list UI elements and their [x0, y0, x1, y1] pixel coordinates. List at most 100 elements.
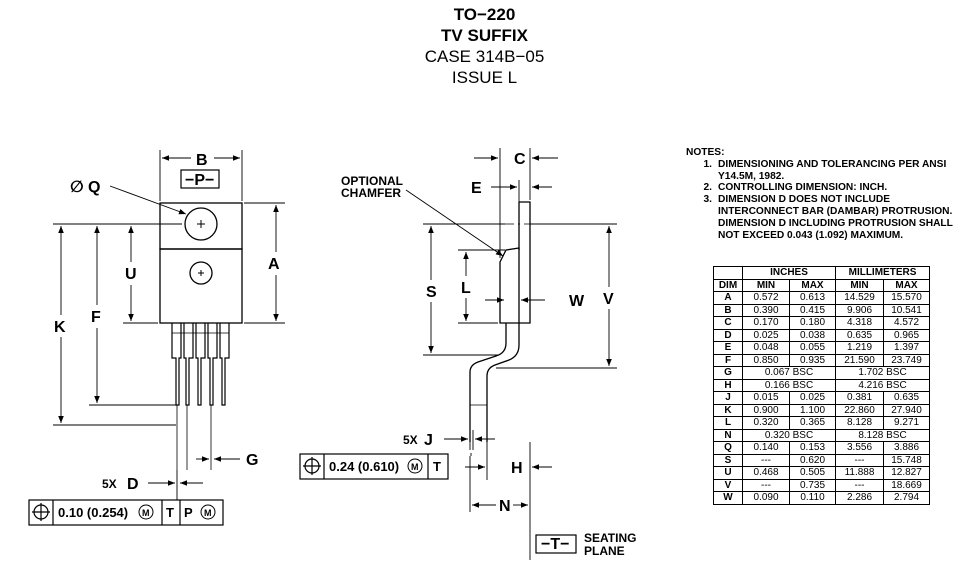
- front-view: [28, 150, 285, 526]
- table-cell: Q: [713, 441, 743, 455]
- table-cell: 21.590: [835, 353, 884, 367]
- front-fcf-datum-p: P: [184, 505, 193, 520]
- table-cell: ---: [742, 453, 790, 467]
- table-cell: 1.397: [883, 341, 930, 355]
- note-item: 2. CONTROLLING DIMENSION: INCH.: [686, 182, 966, 194]
- dim-label-v: V: [603, 291, 614, 308]
- table-cell: 27.940: [883, 403, 930, 417]
- table-cell: 0.935: [789, 353, 836, 367]
- table-cell: 8.128 BSC: [835, 428, 930, 442]
- table-cell: 0.055: [789, 341, 836, 355]
- table-cell: 14.529: [835, 291, 884, 305]
- dim-count-5x: 5X: [102, 477, 117, 491]
- table-cell: 0.468: [742, 466, 790, 480]
- table-cell: E: [713, 341, 743, 355]
- leads: [171, 323, 230, 470]
- front-fcf-tolerance: 0.10 (0.254): [58, 505, 128, 520]
- table-cell: 0.965: [883, 328, 930, 342]
- front-fcf-frame: [28, 499, 224, 526]
- title-block: TO−220 TV SUFFIX CASE 314B−05 ISSUE L: [0, 4, 969, 88]
- dim-label-q: Q: [88, 179, 100, 196]
- issue-label: ISSUE L: [451, 68, 518, 87]
- table-cell: 0.900: [742, 403, 790, 417]
- table-row: V---0.735---18.669: [713, 478, 930, 492]
- table-row: S---0.620---15.748: [713, 453, 930, 467]
- note-item: 3. DIMENSION D DOES NOT INCLUDE INTERCON…: [686, 194, 966, 241]
- note-item: 1. DIMENSIONING AND TOLERANCING PER ANSI…: [686, 159, 966, 183]
- table-cell: 0.850: [742, 353, 790, 367]
- dim-label-f: F: [91, 309, 101, 326]
- table-cell: K: [713, 403, 743, 417]
- table-cell: A: [713, 291, 743, 305]
- datum-t-box: [535, 534, 577, 554]
- table-cell: 3.556: [835, 441, 884, 455]
- note-text: DIMENSIONING AND TOLERANCING PER ANSI Y1…: [718, 158, 947, 182]
- side-fcf-frame: [299, 453, 449, 480]
- front-fcf-datum-modifier: M: [204, 508, 212, 518]
- chamfer-label-line1: OPTIONAL: [341, 174, 403, 188]
- dim-label-a: A: [268, 256, 280, 273]
- table-cell: D: [713, 328, 743, 342]
- dim-label-u: U: [125, 266, 137, 283]
- dim-count-5x-j: 5X: [403, 433, 418, 447]
- table-cell: W: [713, 491, 743, 505]
- table-cell: 0.025: [789, 391, 836, 405]
- table-cell: 3.886: [883, 441, 930, 455]
- dim-label-s: S: [426, 284, 437, 301]
- note-number: 1.: [703, 158, 713, 170]
- side-view: [299, 148, 617, 560]
- notes-heading: NOTES:: [686, 147, 725, 158]
- table-cell: 0.505: [789, 466, 836, 480]
- table-cell: F: [713, 353, 743, 367]
- dim-label-c: C: [514, 151, 526, 168]
- table-cell: U: [713, 466, 743, 480]
- table-cell: 0.365: [789, 416, 836, 430]
- dim-label-j: J: [424, 432, 433, 449]
- table-cell: 1.219: [835, 341, 884, 355]
- header-dim: DIM: [713, 278, 743, 292]
- table-cell: 0.320 BSC: [742, 428, 836, 442]
- table-cell: V: [713, 478, 743, 492]
- table-cell: 0.067 BSC: [742, 366, 836, 380]
- note-number: 3.: [703, 194, 713, 206]
- table-cell: 0.572: [742, 291, 790, 305]
- table-cell: 1.702 BSC: [835, 366, 930, 380]
- side-lead: [469, 323, 520, 442]
- table-cell: 10.541: [883, 303, 930, 317]
- dim-label-e: E: [471, 180, 482, 197]
- suffix-label: TV SUFFIX: [441, 26, 528, 45]
- table-cell: 12.827: [883, 466, 930, 480]
- datum-t-label: −T−: [541, 536, 569, 553]
- table-corner: [713, 266, 743, 280]
- front-fcf-datum-t: T: [166, 505, 174, 520]
- table-cell: S: [713, 453, 743, 467]
- table-cell: 0.381: [835, 391, 884, 405]
- side-tab: [519, 201, 531, 324]
- table-cell: 11.888: [835, 466, 884, 480]
- table-cell: 22.860: [835, 403, 884, 417]
- dim-label-n: N: [499, 498, 511, 515]
- dim-label-g: G: [246, 452, 258, 469]
- table-cell: 0.415: [789, 303, 836, 317]
- dim-label-h: H: [511, 460, 523, 477]
- table-cell: 0.048: [742, 341, 790, 355]
- table-cell: 15.748: [883, 453, 930, 467]
- side-fcf-modifier: M: [411, 462, 419, 472]
- table-cell: H: [713, 378, 743, 392]
- table-cell: 2.794: [883, 491, 930, 505]
- table-cell: 8.128: [835, 416, 884, 430]
- note-number: 2.: [703, 182, 713, 194]
- table-cell: ---: [835, 478, 884, 492]
- diameter-symbol: ∅: [70, 179, 84, 196]
